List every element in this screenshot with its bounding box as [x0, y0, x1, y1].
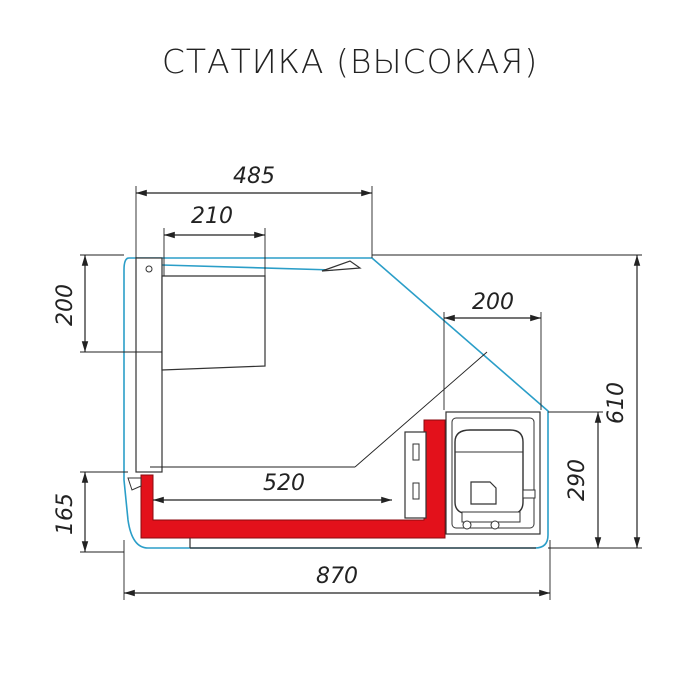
compressor-foot — [461, 511, 521, 523]
lamp — [321, 260, 362, 272]
dim-210: 210 — [191, 204, 233, 229]
dim-870: 870 — [316, 564, 358, 589]
rear-panel-screw — [145, 265, 153, 273]
compressor-box — [470, 481, 497, 505]
dim-520: 520 — [263, 471, 305, 496]
case-outline — [123, 257, 549, 549]
base-plate — [189, 538, 536, 549]
control-switch-bottom — [412, 482, 420, 500]
dim-200-right: 200 — [472, 290, 514, 315]
tray-bracket — [127, 477, 142, 491]
dim-610: 610 — [604, 382, 629, 424]
dim-290: 290 — [565, 459, 590, 501]
diagram-title: СТАТИКА (ВЫСОКАЯ) — [161, 42, 539, 81]
red-tray — [140, 419, 446, 539]
dim-485: 485 — [233, 164, 275, 189]
upper-shelf — [161, 275, 266, 371]
control-switch-top — [412, 443, 420, 461]
dim-165: 165 — [53, 493, 78, 535]
shelf-glass-line — [161, 264, 334, 271]
compressor-bolt-right — [490, 520, 500, 530]
rear-panel — [135, 257, 163, 473]
dim-200-left: 200 — [53, 284, 78, 326]
control-box — [404, 431, 427, 519]
compressor-pipe — [522, 489, 536, 499]
compressor-bolt-left — [462, 520, 472, 530]
